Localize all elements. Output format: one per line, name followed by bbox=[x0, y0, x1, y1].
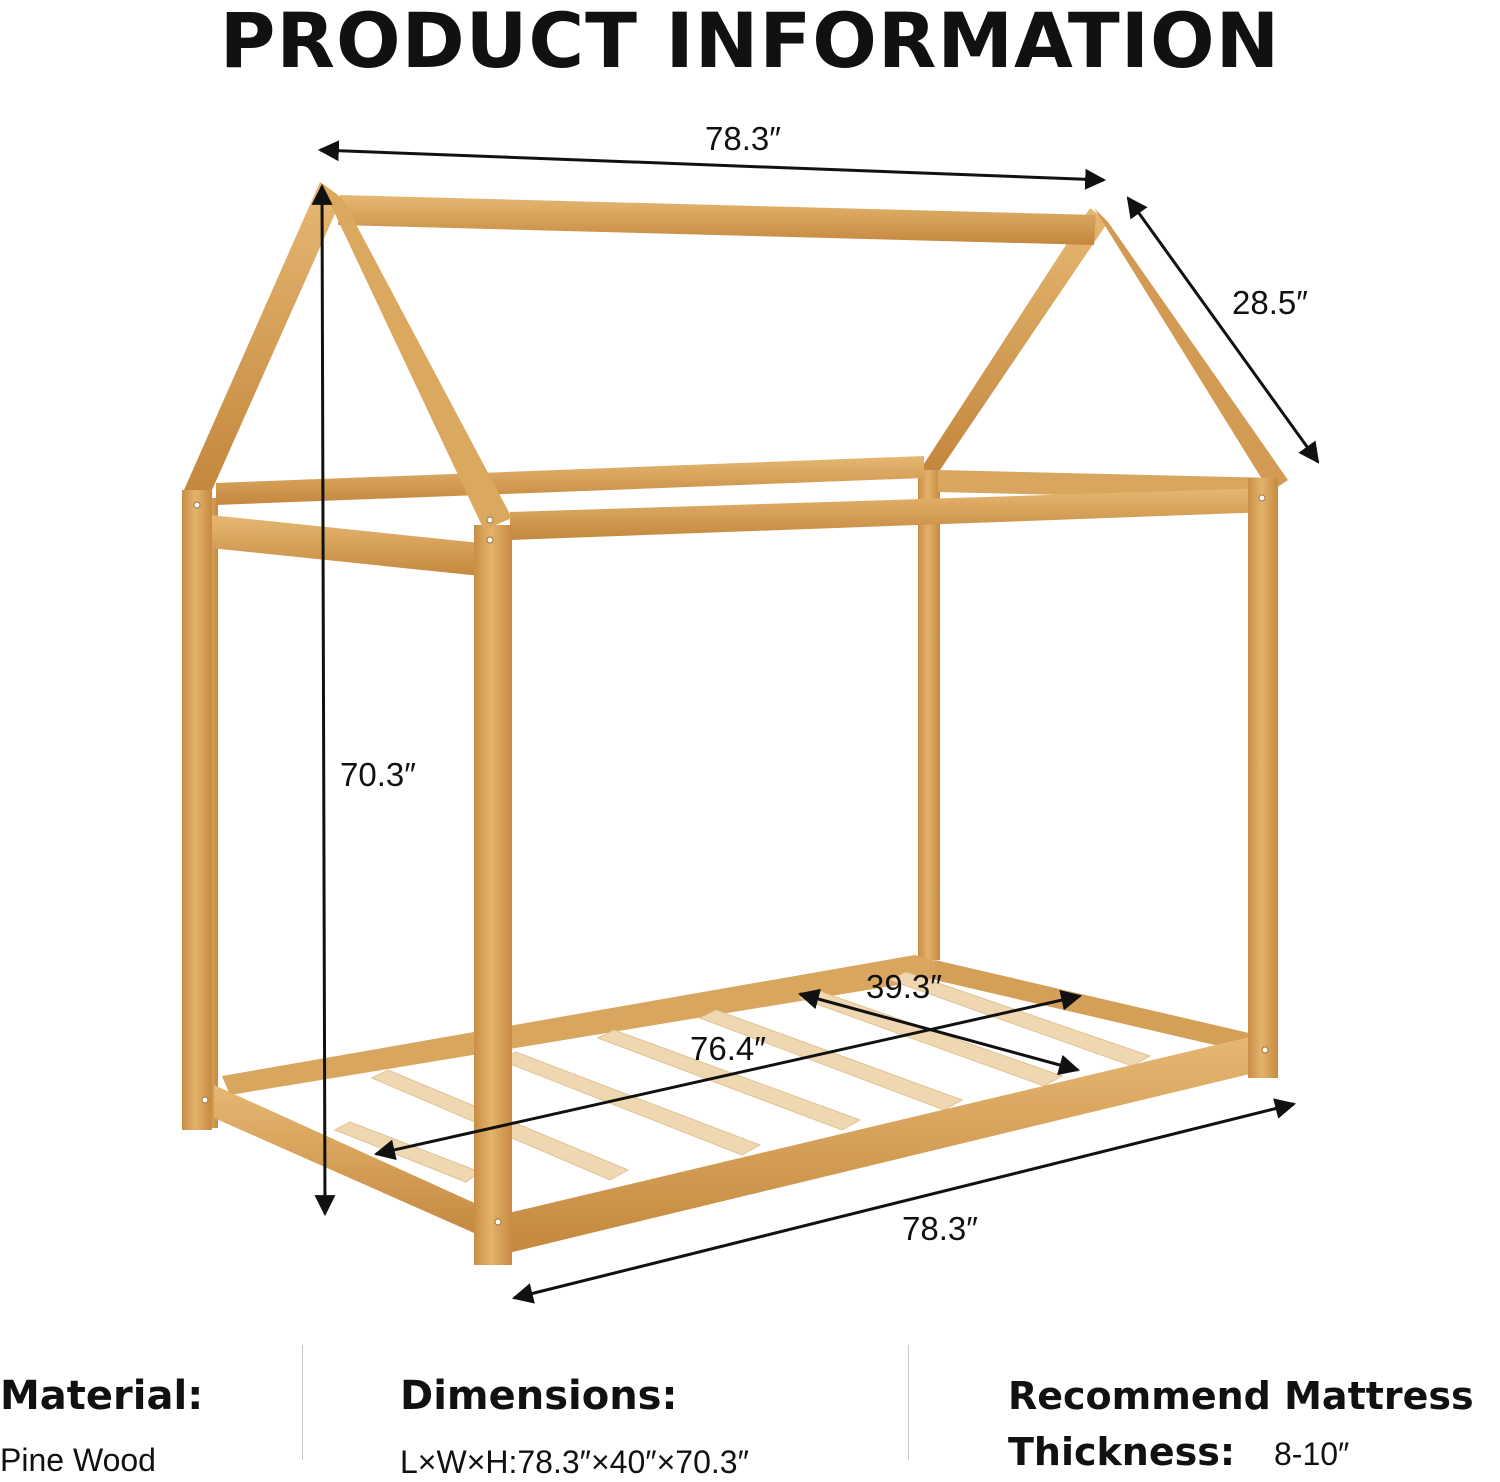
front-left-post bbox=[182, 490, 212, 1130]
label-height: 70.3″ bbox=[340, 756, 416, 793]
base-front-rail bbox=[500, 1035, 1258, 1255]
label-inner-length: 76.4″ bbox=[690, 1030, 766, 1067]
mattress-label-line2: Thickness: bbox=[1008, 1430, 1236, 1474]
arrow-bottom-length bbox=[511, 1098, 1297, 1304]
front-center-post bbox=[474, 525, 512, 1265]
front-top-rail bbox=[210, 515, 500, 578]
base-back-rail bbox=[222, 955, 940, 1095]
back-top-rail bbox=[216, 456, 924, 505]
label-top-length: 78.3″ bbox=[705, 120, 781, 157]
dimensions-value: L×W×H:78.3″×40″×70.3″ bbox=[400, 1444, 749, 1480]
mattress-value: 8-10″ bbox=[1274, 1436, 1350, 1472]
back-roof-right bbox=[1094, 208, 1288, 492]
divider-2 bbox=[908, 1345, 909, 1460]
base-right-rail bbox=[935, 960, 1262, 1056]
bolts bbox=[193, 494, 1269, 1226]
arrow-height bbox=[311, 183, 336, 1217]
arrow-depth bbox=[1126, 196, 1320, 464]
front-roof-right bbox=[320, 182, 512, 530]
page-title: PRODUCT INFORMATION bbox=[219, 0, 1281, 85]
divider-1 bbox=[302, 1345, 303, 1460]
label-depth: 28.5″ bbox=[1232, 284, 1308, 321]
back-roof-left bbox=[920, 208, 1108, 470]
arrow-inner-length bbox=[373, 989, 1083, 1161]
material-value: Pine Wood bbox=[0, 1442, 156, 1478]
dimension-arrows bbox=[311, 140, 1320, 1304]
ridge-beam bbox=[338, 195, 1096, 245]
bed-frame-illustration: 78.3″ 28.5″ 70.3″ 39.3″ 76.4″ 78.3″ bbox=[182, 120, 1320, 1304]
front-roof-left bbox=[184, 182, 342, 490]
mattress-label-line1: Recommend Mattress bbox=[1008, 1374, 1474, 1418]
back-right-post bbox=[918, 466, 940, 960]
dimensions-label: Dimensions: bbox=[400, 1373, 678, 1419]
long-top-rail bbox=[510, 488, 1270, 540]
arrow-top-length bbox=[317, 140, 1107, 190]
base-left-rail bbox=[214, 1085, 490, 1240]
label-bottom-length: 78.3″ bbox=[902, 1210, 978, 1247]
label-slat-width: 39.3″ bbox=[866, 968, 942, 1005]
front-right-post bbox=[1248, 478, 1278, 1078]
dimension-labels: 78.3″ 28.5″ 70.3″ 39.3″ 76.4″ 78.3″ bbox=[340, 120, 1308, 1247]
bed-frame bbox=[182, 182, 1288, 1265]
material-label: Material: bbox=[0, 1373, 204, 1419]
